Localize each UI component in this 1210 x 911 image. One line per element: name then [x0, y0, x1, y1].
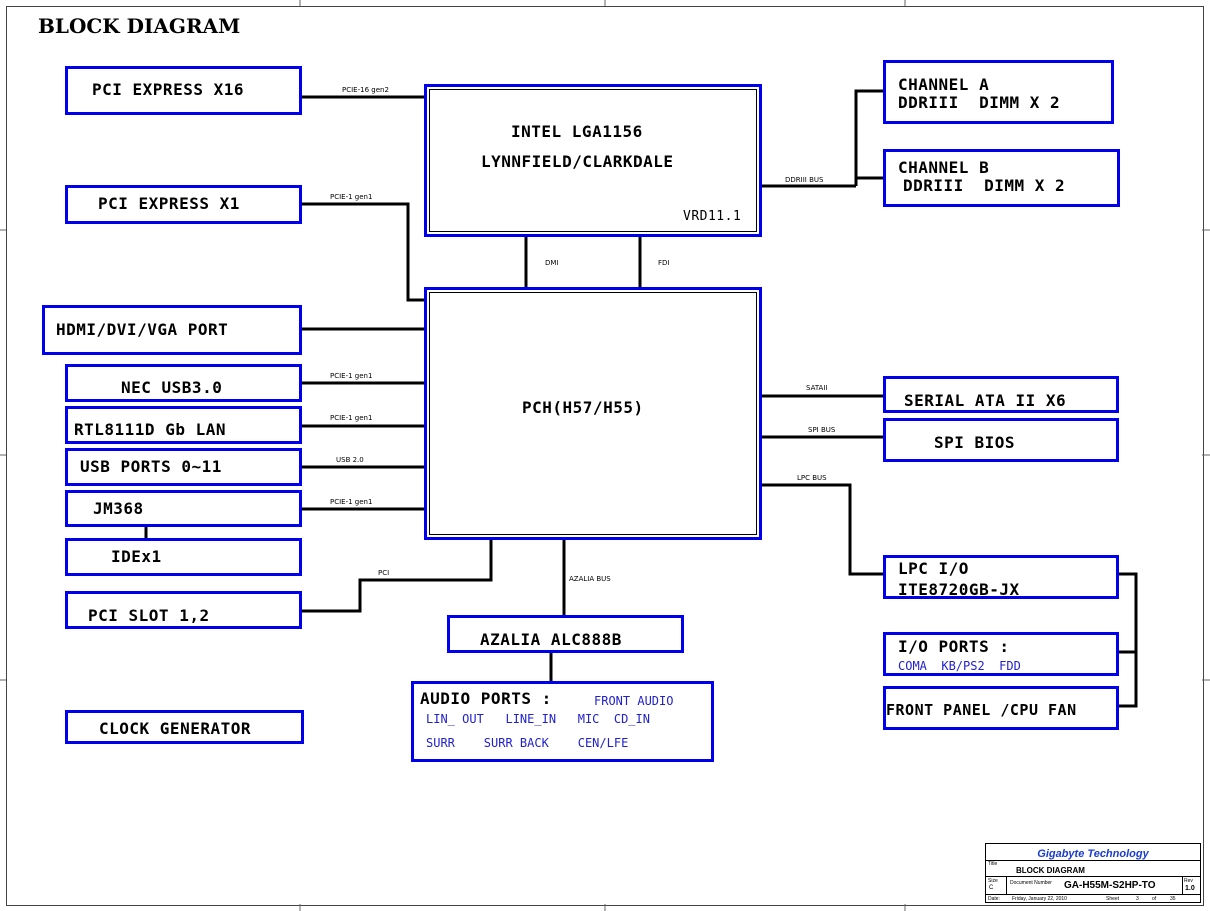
tb-total: 35	[1170, 896, 1176, 902]
jm368-block[interactable]: JM368	[65, 490, 302, 527]
pcie16-label: PCI EXPRESS X16	[92, 80, 244, 99]
clock-generator-block[interactable]: CLOCK GENERATOR	[65, 710, 304, 744]
cpu-block[interactable]: INTEL LGA1156 LYNNFIELD/CLARKDALE VRD11.…	[424, 84, 762, 237]
usb-label: USB PORTS 0~11	[80, 457, 222, 476]
azalia-block[interactable]: AZALIA ALC888B	[447, 615, 684, 653]
audio-front: FRONT AUDIO	[594, 694, 674, 708]
io-ports-sub: COMA KB/PS2 FDD	[898, 659, 1021, 673]
ide-label: IDEx1	[111, 547, 162, 566]
jm368-label: JM368	[93, 499, 144, 518]
io-ports-label: I/O PORTS :	[898, 637, 1010, 656]
wire-pci	[300, 538, 493, 613]
tb-title: BLOCK DIAGRAM	[1016, 866, 1085, 875]
wire-label-fdi: FDI	[658, 259, 670, 267]
audio-row2: SURR SURR BACK CEN/LFE	[426, 736, 629, 750]
pch-block[interactable]: PCH(H57/H55)	[424, 287, 762, 540]
pci-slot-label: PCI SLOT 1,2	[88, 606, 210, 625]
tb-sheet-label: Sheet	[1106, 896, 1120, 902]
channel-a-label: CHANNEL A	[898, 75, 990, 94]
channel-b-block[interactable]: CHANNEL B DDRIII DIMM X 2	[883, 149, 1120, 207]
wire-label-pci: PCI	[378, 569, 390, 577]
wire-label-lpc: LPC BUS	[797, 474, 827, 482]
tb-of-label: of	[1152, 896, 1157, 902]
wire-label-usb: USB 2.0	[336, 456, 364, 464]
channel-b-label: CHANNEL B	[898, 158, 990, 177]
company-name: Gigabyte Technology	[1037, 848, 1149, 860]
hdmi-block[interactable]: HDMI/DVI/VGA PORT	[42, 305, 302, 355]
sata-label: SERIAL ATA II X6	[904, 391, 1067, 410]
pci-slot-block[interactable]: PCI SLOT 1,2	[65, 591, 302, 629]
wire-label-spi: SPI BUS	[808, 426, 836, 434]
nec-label: NEC USB3.0	[121, 378, 223, 397]
ide-block[interactable]: IDEx1	[65, 538, 302, 576]
wire-label-jm368: PCIE-1 gen1	[330, 498, 373, 506]
title-block: Gigabyte Technology Title BLOCK DIAGRAM …	[985, 843, 1201, 903]
spi-bios-block[interactable]: SPI BIOS	[883, 418, 1119, 462]
audio-title: AUDIO PORTS :	[420, 689, 552, 708]
wire-label-ddr: DDRIII BUS	[785, 176, 824, 184]
tb-rev: 1.0	[1185, 885, 1195, 892]
tb-date-label: Date:	[988, 896, 1000, 902]
audio-ports-block[interactable]: AUDIO PORTS : FRONT AUDIO LIN_ OUT LINE_…	[411, 681, 714, 762]
wire-lpc	[760, 483, 885, 576]
front-panel-block[interactable]: FRONT PANEL /CPU FAN	[883, 686, 1119, 730]
tb-size: C	[989, 885, 994, 891]
azalia-label: AZALIA ALC888B	[480, 630, 622, 649]
nec-usb3-block[interactable]: NEC USB3.0	[65, 364, 302, 402]
pcie1-label: PCI EXPRESS X1	[98, 194, 240, 213]
tb-rev-label: Rev	[1184, 878, 1193, 884]
pcie16-block[interactable]: PCI EXPRESS X16	[65, 66, 302, 115]
sata-block[interactable]: SERIAL ATA II X6	[883, 376, 1119, 413]
cpu-line1: INTEL LGA1156	[511, 122, 643, 141]
tb-docnum-label: Document Number	[1010, 880, 1052, 886]
lpc-label: LPC I/O	[898, 559, 969, 578]
front-panel-label: FRONT PANEL /CPU FAN	[886, 701, 1077, 719]
clock-label: CLOCK GENERATOR	[99, 719, 251, 738]
wire-label-pcie1: PCIE-1 gen1	[330, 193, 373, 201]
tb-date: Friday, January 22, 2010	[1012, 896, 1067, 902]
hdmi-label: HDMI/DVI/VGA PORT	[56, 320, 229, 339]
diagram-title: BLOCK DIAGRAM	[38, 14, 241, 38]
wire-lpc-io	[1116, 572, 1138, 708]
tb-size-label: Size	[988, 878, 998, 884]
tb-title-label: Title	[988, 861, 998, 867]
wire-ddr-a	[854, 89, 885, 186]
usb-ports-block[interactable]: USB PORTS 0~11	[65, 448, 302, 486]
wire-label-nec: PCIE-1 gen1	[330, 372, 373, 380]
tb-sheet: 3	[1136, 896, 1139, 902]
wire-pcie1	[300, 202, 426, 302]
wire-label-sata: SATAII	[806, 384, 828, 392]
wire-label-lan: PCIE-1 gen1	[330, 414, 373, 422]
lan-label: RTL8111D Gb LAN	[74, 420, 226, 439]
audio-row1: LIN_ OUT LINE_IN MIC CD_IN	[426, 712, 650, 726]
tb-docnum: GA-H55M-S2HP-TO	[1064, 880, 1156, 891]
pch-label: PCH(H57/H55)	[522, 398, 644, 417]
channel-b-dimm: DDRIII DIMM X 2	[903, 176, 1066, 195]
spi-label: SPI BIOS	[934, 433, 1016, 452]
lpc-chip-label: ITE8720GB-JX	[898, 580, 1020, 599]
cpu-line2: LYNNFIELD/CLARKDALE	[481, 152, 674, 171]
channel-a-block[interactable]: CHANNEL A DDRIII DIMM X 2	[883, 60, 1114, 124]
io-ports-block[interactable]: I/O PORTS : COMA KB/PS2 FDD	[883, 632, 1119, 676]
channel-a-dimm: DDRIII DIMM X 2	[898, 93, 1061, 112]
wire-label-dmi: DMI	[545, 259, 559, 267]
lpc-io-block[interactable]: LPC I/O ITE8720GB-JX	[883, 555, 1119, 599]
lan-block[interactable]: RTL8111D Gb LAN	[65, 406, 302, 444]
cpu-vrd: VRD11.1	[683, 209, 742, 224]
wire-label-azalia: AZALIA BUS	[569, 575, 611, 583]
pcie1-block[interactable]: PCI EXPRESS X1	[65, 185, 302, 224]
wire-label-pcie16: PCIE-16 gen2	[342, 86, 389, 94]
